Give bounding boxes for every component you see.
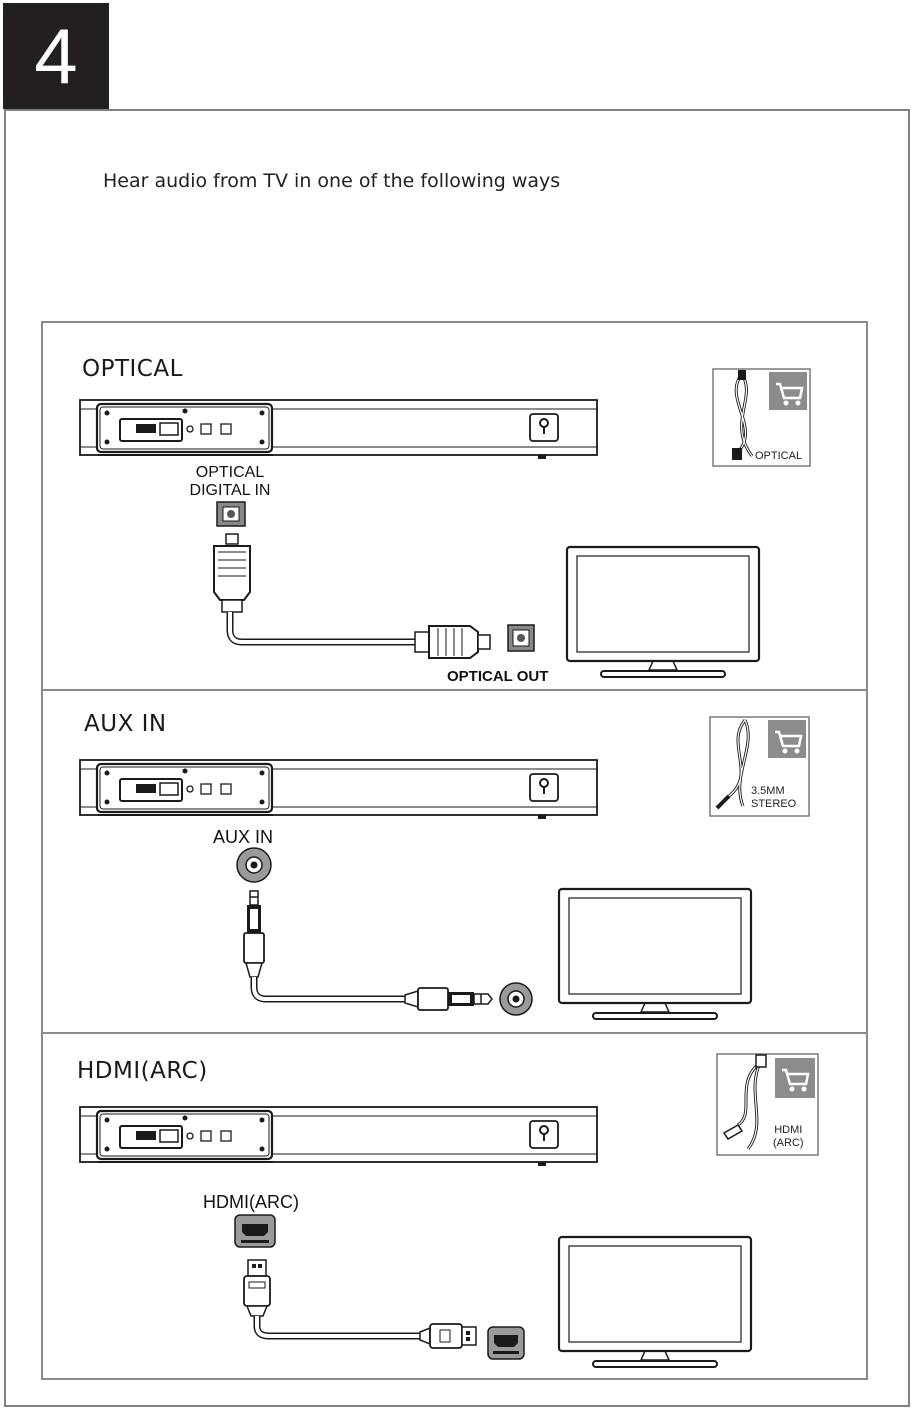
cable-caption-line: HDMI (774, 1124, 803, 1136)
port-label-line: HDMI(ARC) (203, 1192, 299, 1212)
panel-divider (43, 1032, 866, 1034)
panel-title-hdmi: HDMI(ARC) (77, 1058, 208, 1084)
soundbar-illustration (79, 399, 598, 459)
tv-icon (557, 887, 753, 1020)
panel-title-aux: AUX IN (84, 711, 167, 737)
tv-icon (557, 1235, 753, 1368)
hdmi-connection-diagram (234, 1214, 525, 1360)
hdmi-cable-icon (716, 1053, 819, 1156)
cable-caption: HDMI (ARC) (773, 1124, 804, 1150)
tv-port-label: OPTICAL OUT (447, 668, 549, 685)
port-label-line: AUX IN (212, 827, 273, 847)
cable-caption-line: OPTICAL (755, 450, 803, 462)
port-label-line: DIGITAL IN (189, 482, 271, 499)
aux-cable-icon (709, 716, 810, 817)
cable-caption-line: (ARC) (773, 1137, 804, 1149)
soundbar-illustration (79, 1106, 598, 1166)
intro-text: Hear audio from TV in one of the followi… (103, 170, 561, 192)
soundbar-port-label: HDMI(ARC) (190, 1193, 312, 1211)
cable-caption-line: STEREO (751, 798, 797, 810)
cable-caption-line: 3.5MM (751, 785, 785, 797)
soundbar-port-label: AUX IN (193, 828, 293, 846)
panel-divider (43, 689, 866, 691)
soundbar-illustration (79, 759, 598, 819)
cable-caption: 3.5MM STEREO (751, 785, 796, 811)
port-label-line: OPTICAL (195, 464, 265, 481)
step-number-badge: 4 (3, 3, 109, 109)
panel-title-optical: OPTICAL (82, 356, 183, 382)
page-frame (4, 109, 910, 1407)
tv-icon (565, 545, 761, 678)
cable-caption: OPTICAL (755, 450, 802, 463)
connection-options-frame (41, 321, 868, 1380)
optical-cable-icon (712, 368, 811, 467)
optical-connection-diagram (213, 501, 535, 659)
aux-connection-diagram (236, 847, 533, 1016)
soundbar-port-label: OPTICAL DIGITAL IN (180, 464, 280, 500)
